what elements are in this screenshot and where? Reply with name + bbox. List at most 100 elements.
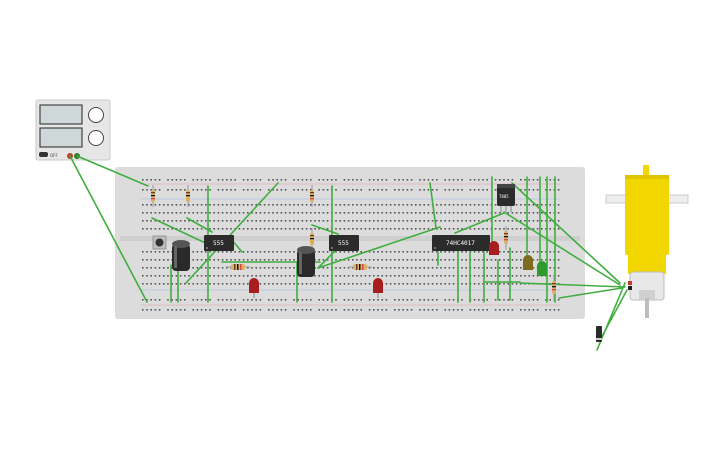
breadboard-hole[interactable]: [423, 283, 425, 285]
capacitor-c1[interactable]: [172, 240, 190, 271]
breadboard-hole[interactable]: [431, 309, 434, 311]
breadboard-hole[interactable]: [469, 189, 472, 191]
breadboard-hole[interactable]: [385, 204, 388, 206]
breadboard-hole[interactable]: [436, 299, 438, 301]
breadboard-hole[interactable]: [230, 283, 232, 285]
breadboard-hole[interactable]: [142, 299, 144, 301]
breadboard-hole[interactable]: [532, 259, 535, 261]
breadboard-hole[interactable]: [389, 267, 392, 269]
breadboard-hole[interactable]: [184, 212, 186, 214]
breadboard-hole[interactable]: [322, 283, 325, 285]
breadboard-hole[interactable]: [520, 204, 522, 206]
breadboard-hole[interactable]: [352, 267, 354, 269]
breadboard-hole[interactable]: [385, 228, 388, 230]
breadboard-hole[interactable]: [318, 275, 320, 277]
breadboard-hole[interactable]: [461, 204, 463, 206]
breadboard-hole[interactable]: [436, 179, 438, 181]
breadboard-hole[interactable]: [427, 179, 430, 181]
breadboard-hole[interactable]: [499, 259, 501, 261]
breadboard-hole[interactable]: [410, 212, 413, 214]
breadboard-hole[interactable]: [205, 283, 207, 285]
breadboard-hole[interactable]: [247, 283, 249, 285]
breadboard-hole[interactable]: [314, 275, 316, 277]
breadboard-hole[interactable]: [200, 299, 203, 301]
breadboard-hole[interactable]: [373, 299, 375, 301]
breadboard-hole[interactable]: [356, 299, 358, 301]
breadboard-hole[interactable]: [209, 267, 211, 269]
breadboard-hole[interactable]: [268, 179, 270, 181]
breadboard-hole[interactable]: [280, 204, 283, 206]
breadboard-hole[interactable]: [486, 251, 488, 253]
breadboard-hole[interactable]: [158, 259, 161, 261]
breadboard-hole[interactable]: [524, 275, 526, 277]
breadboard-hole[interactable]: [339, 204, 341, 206]
breadboard-hole[interactable]: [318, 212, 320, 214]
psu-power-switch[interactable]: [39, 152, 48, 157]
breadboard-hole[interactable]: [377, 259, 379, 261]
breadboard-hole[interactable]: [247, 251, 249, 253]
breadboard-hole[interactable]: [528, 212, 530, 214]
breadboard-hole[interactable]: [188, 220, 190, 222]
breadboard-hole[interactable]: [175, 189, 178, 191]
breadboard-hole[interactable]: [528, 251, 530, 253]
breadboard-hole[interactable]: [150, 204, 152, 206]
breadboard-hole[interactable]: [536, 212, 539, 214]
breadboard-hole[interactable]: [175, 283, 178, 285]
breadboard-hole[interactable]: [364, 283, 367, 285]
breadboard-hole[interactable]: [419, 299, 421, 301]
breadboard-hole[interactable]: [196, 267, 199, 269]
breadboard-hole[interactable]: [406, 275, 409, 277]
breadboard-hole[interactable]: [284, 299, 287, 301]
breadboard-hole[interactable]: [305, 220, 308, 222]
breadboard-hole[interactable]: [356, 228, 358, 230]
breadboard-hole[interactable]: [461, 189, 463, 191]
breadboard-hole[interactable]: [343, 189, 346, 191]
breadboard-hole[interactable]: [398, 220, 400, 222]
breadboard-hole[interactable]: [557, 212, 560, 214]
breadboard-hole[interactable]: [142, 220, 144, 222]
breadboard-hole[interactable]: [406, 251, 409, 253]
breadboard-hole[interactable]: [171, 299, 173, 301]
breadboard-hole[interactable]: [205, 259, 207, 261]
breadboard-hole[interactable]: [150, 212, 152, 214]
breadboard-hole[interactable]: [205, 251, 207, 253]
breadboard-hole[interactable]: [234, 189, 236, 191]
breadboard-hole[interactable]: [389, 283, 392, 285]
breadboard-hole[interactable]: [385, 212, 388, 214]
breadboard-hole[interactable]: [301, 189, 304, 191]
breadboard-hole[interactable]: [545, 228, 547, 230]
breadboard-hole[interactable]: [171, 228, 173, 230]
resistor-r2[interactable]: [186, 185, 190, 207]
breadboard-hole[interactable]: [247, 220, 249, 222]
breadboard-hole[interactable]: [557, 220, 560, 222]
breadboard-hole[interactable]: [528, 220, 530, 222]
wire[interactable]: [151, 217, 215, 248]
breadboard-hole[interactable]: [385, 189, 388, 191]
breadboard-hole[interactable]: [478, 259, 480, 261]
breadboard-hole[interactable]: [377, 204, 379, 206]
breadboard-hole[interactable]: [415, 204, 417, 206]
breadboard-hole[interactable]: [448, 259, 451, 261]
breadboard-hole[interactable]: [431, 299, 434, 301]
breadboard-hole[interactable]: [263, 212, 266, 214]
breadboard-hole[interactable]: [343, 267, 346, 269]
breadboard-hole[interactable]: [507, 212, 509, 214]
wire[interactable]: [186, 217, 213, 233]
breadboard-hole[interactable]: [473, 228, 476, 230]
breadboard-hole[interactable]: [457, 228, 459, 230]
breadboard-hole[interactable]: [490, 275, 493, 277]
breadboard-hole[interactable]: [205, 204, 207, 206]
breadboard-hole[interactable]: [272, 189, 274, 191]
breadboard-hole[interactable]: [179, 179, 182, 181]
breadboard-hole[interactable]: [171, 189, 173, 191]
breadboard-hole[interactable]: [226, 309, 228, 311]
breadboard-hole[interactable]: [230, 299, 232, 301]
breadboard-hole[interactable]: [314, 228, 316, 230]
breadboard-hole[interactable]: [158, 275, 161, 277]
breadboard-hole[interactable]: [511, 179, 514, 181]
breadboard-hole[interactable]: [368, 259, 371, 261]
breadboard-hole[interactable]: [373, 259, 375, 261]
breadboard-hole[interactable]: [242, 309, 245, 311]
breadboard-hole[interactable]: [322, 267, 325, 269]
breadboard-hole[interactable]: [146, 251, 148, 253]
